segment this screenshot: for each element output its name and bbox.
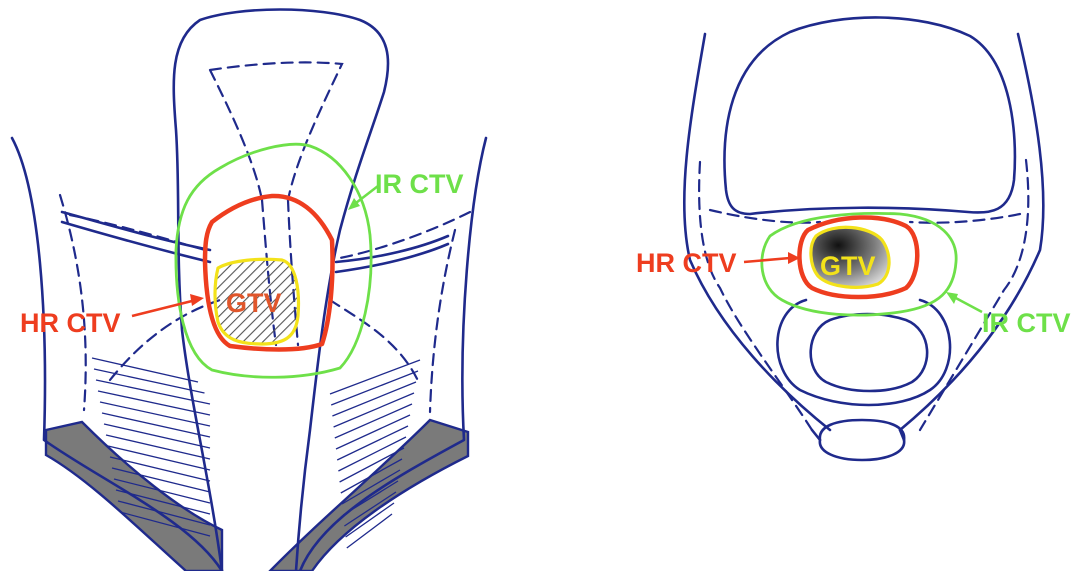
left-gtv-label: GTV: [226, 288, 282, 318]
right-gtv-label: GTV: [820, 251, 876, 281]
right-hr-ctv-label: HR CTV: [636, 248, 737, 278]
right-hr-ctv-arrow: [744, 258, 790, 262]
right-ir-ctv-label: IR CTV: [982, 308, 1071, 338]
sacrum-connector: [812, 430, 904, 440]
hatch-line: [106, 435, 210, 459]
uterine-cavity: [210, 62, 342, 200]
hatch-line: [104, 424, 210, 448]
left-ir-ctv-label: IR CTV: [375, 169, 464, 199]
rectum-inner: [811, 314, 927, 391]
right-pelvic-wall: [300, 138, 486, 571]
right-view-right-dashed: [920, 160, 1028, 430]
coronal-view: IR CTV HR CTV GTV: [12, 10, 486, 571]
left-hatched-region: [92, 358, 210, 536]
left-ureter: [62, 212, 210, 262]
hatch-line: [102, 413, 210, 437]
sacrum-outline: [820, 420, 904, 460]
left-hr-ctv-arrowhead: [190, 294, 204, 306]
right-parametrium-dashed: [340, 212, 470, 412]
bladder-outline: [724, 17, 1014, 214]
left-hr-ctv-label: HR CTV: [20, 308, 121, 338]
hatch-line: [92, 358, 198, 382]
axial-view: GTV HR CTV IR CTV: [636, 17, 1071, 460]
right-view-left-dashed: [699, 162, 812, 430]
right-ureter: [336, 236, 448, 272]
right-ir-ctv-arrow: [952, 296, 982, 312]
right-ir-ctv-arrowhead: [946, 292, 958, 304]
